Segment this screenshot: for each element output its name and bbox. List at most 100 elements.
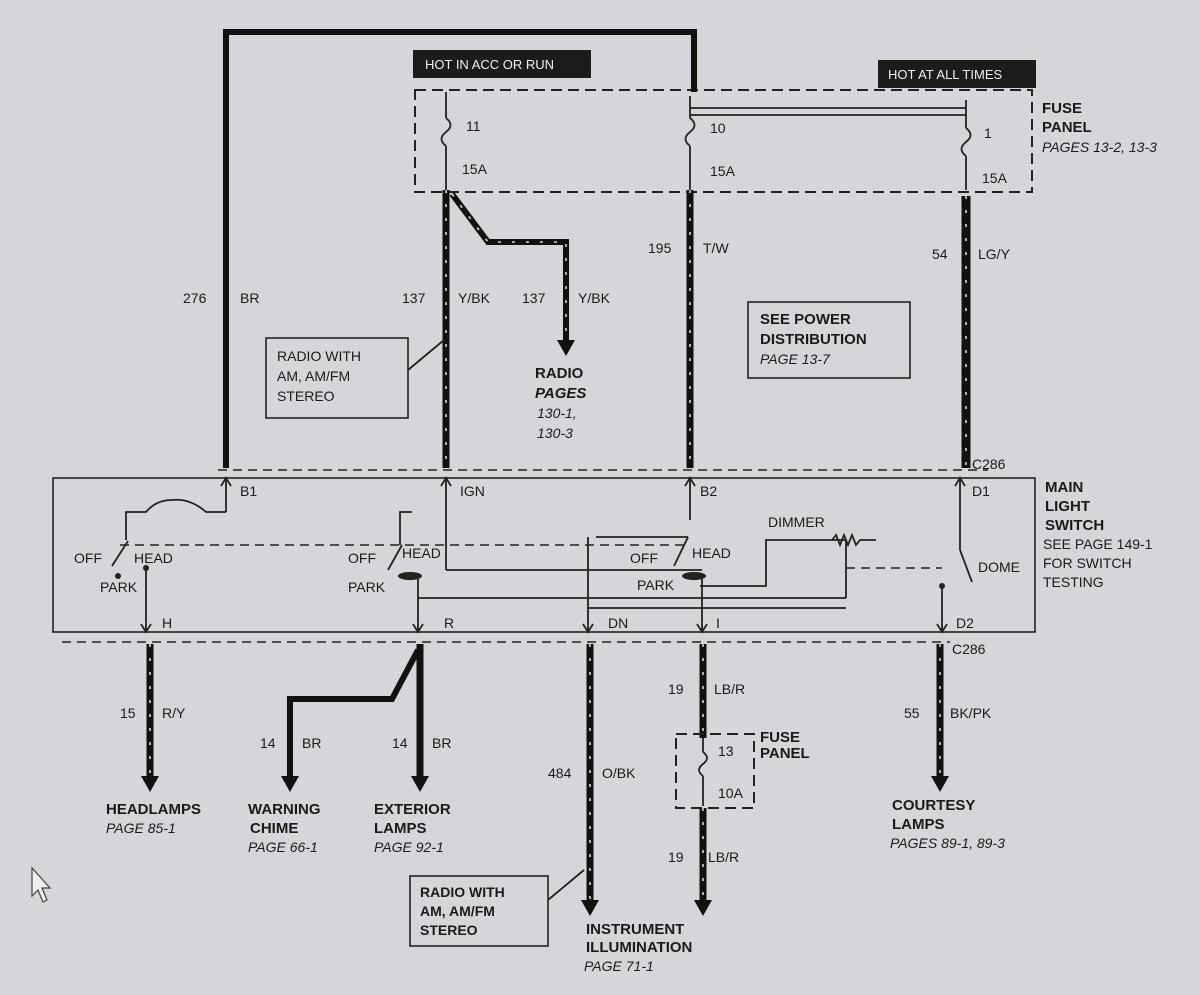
fuse-panel-small-title2: PANEL [760, 745, 810, 762]
radio-note-top-l1: RADIO WITH [277, 348, 361, 364]
svg-text:HEAD: HEAD [134, 550, 173, 566]
svg-text:PARK: PARK [348, 579, 386, 595]
wire-19a-circuit: 19 [668, 681, 684, 697]
svg-text:D1: D1 [972, 483, 990, 499]
svg-text:DIMMER: DIMMER [768, 514, 825, 530]
svg-text:1: 1 [984, 125, 992, 141]
hot-all-times-header-bg [878, 60, 1036, 88]
dest-instrument: INSTRUMENT [586, 921, 684, 938]
radio-dest-page2: 130-3 [537, 425, 573, 441]
warning-chime-arrow [281, 776, 299, 792]
radio-note-bottom-box [409, 875, 549, 947]
wire-276-color: BR [240, 290, 259, 306]
radio-note-bottom-l2: AM, AM/FM [420, 903, 495, 919]
dest-exterior-lamps-2: LAMPS [374, 820, 427, 837]
svg-text:HEAD: HEAD [692, 545, 731, 561]
main-switch-note-3: TESTING [1043, 574, 1104, 590]
dome-switch: DOME [939, 549, 1020, 632]
wire-137a-color: Y/BK [458, 290, 491, 306]
fuse-panel-small-box [675, 733, 755, 809]
pin-h: H [140, 615, 172, 634]
radio-note-top-box [265, 337, 409, 419]
main-light-switch-box [52, 477, 1036, 633]
svg-text:H: H [162, 615, 172, 631]
fuse-panel-top-pages: PAGES 13-2, 13-3 [1042, 139, 1157, 155]
wire-137b-circuit: 137 [522, 290, 546, 306]
dest-courtesy-lamps-2: LAMPS [892, 816, 945, 833]
wire-14b-color: BR [432, 735, 451, 751]
instrument-arrow [581, 900, 599, 916]
dimmer-link [700, 539, 847, 598]
dest-warning-chime: WARNING [248, 801, 321, 818]
wire-276-circuit: 276 [183, 290, 207, 306]
main-switch-title-3: SWITCH [1045, 517, 1104, 534]
wire-484-color: O/BK [602, 765, 636, 781]
dest-exterior-lamps: EXTERIOR [374, 801, 451, 818]
wire-14a-circuit: 14 [260, 735, 276, 751]
wire-54-color: LG/Y [978, 246, 1011, 262]
instrument-arrow-2 [694, 900, 712, 916]
main-switch-note-1: SEE PAGE 149-1 [1043, 536, 1153, 552]
hot-acc-run-header-bg [413, 50, 591, 78]
svg-text:R: R [444, 615, 454, 631]
fuse-1: 1 15A [960, 108, 1008, 190]
svg-text:HEAD: HEAD [402, 545, 441, 561]
wire-15-color: R/Y [162, 705, 186, 721]
svg-text:PARK: PARK [100, 579, 138, 595]
dest-warning-chime-page: PAGE 66-1 [248, 839, 318, 855]
pin-d1: D1 [954, 476, 990, 550]
radio-dest-pages: PAGES [535, 385, 586, 402]
wire-55-circuit: 55 [904, 705, 920, 721]
dest-courtesy-lamps: COURTESY [892, 797, 975, 814]
dest-courtesy-lamps-page: PAGES 89-1, 89-3 [890, 835, 1005, 851]
wire-55-color: BK/PK [950, 705, 992, 721]
wire-195-color: T/W [703, 240, 729, 256]
switch-2: OFF HEAD PARK [348, 511, 441, 632]
svg-text:11: 11 [466, 118, 481, 134]
main-switch-title-2: LIGHT [1045, 498, 1090, 515]
svg-text:I: I [716, 615, 720, 631]
radio-arrow [557, 340, 575, 356]
pin-b1: B1 [220, 476, 257, 512]
fuse-panel-top-title2: PANEL [1042, 119, 1092, 136]
svg-text:OFF: OFF [74, 550, 102, 566]
c286-top-label: C286 [972, 456, 1006, 472]
wire-19a-color: LB/R [714, 681, 745, 697]
pin-ign: IGN [440, 476, 485, 570]
hot-acc-run-header: HOT IN ACC OR RUN [425, 57, 554, 72]
svg-text:13: 13 [718, 743, 734, 759]
dest-headlamps-page: PAGE 85-1 [106, 820, 176, 836]
hot-all-times-header: HOT AT ALL TIMES [888, 67, 1002, 82]
radio-dest-page1: 130-1, [537, 405, 577, 421]
fuse-13: 13 10A [698, 738, 744, 806]
svg-text:15A: 15A [710, 163, 736, 179]
svg-text:IGN: IGN [460, 483, 485, 499]
c286-bottom-label: C286 [952, 641, 986, 657]
switch-3: OFF HEAD PARK [630, 536, 731, 632]
wire-54-circuit: 54 [932, 246, 948, 262]
svg-text:B2: B2 [700, 483, 717, 499]
svg-text:OFF: OFF [630, 550, 658, 566]
radio-note-bottom-leader [547, 869, 585, 901]
svg-text:10A: 10A [718, 785, 744, 801]
wire-15-circuit: 15 [120, 705, 136, 721]
svg-text:D2: D2 [956, 615, 974, 631]
fuse-panel-small-title: FUSE [760, 729, 800, 746]
dest-exterior-lamps-page: PAGE 92-1 [374, 839, 444, 855]
wire-14-br-chime [287, 648, 421, 776]
pin-d2: D2 [936, 615, 974, 634]
radio-note-bottom-l1: RADIO WITH [420, 884, 505, 900]
radio-note-top-l3: STEREO [277, 388, 335, 404]
pin-i: I [696, 615, 720, 634]
radio-note-bottom-l3: STEREO [420, 922, 478, 938]
radio-dest-title: RADIO [535, 365, 584, 382]
svg-text:15A: 15A [462, 161, 488, 177]
power-dist-page: PAGE 13-7 [760, 351, 831, 367]
dest-headlamps: HEADLAMPS [106, 801, 201, 818]
dest-instrument-page: PAGE 71-1 [584, 958, 654, 974]
exterior-lamps-arrow [411, 776, 429, 792]
wire-14b-circuit: 14 [392, 735, 408, 751]
svg-text:DN: DN [608, 615, 628, 631]
wire-19b-circuit: 19 [668, 849, 684, 865]
